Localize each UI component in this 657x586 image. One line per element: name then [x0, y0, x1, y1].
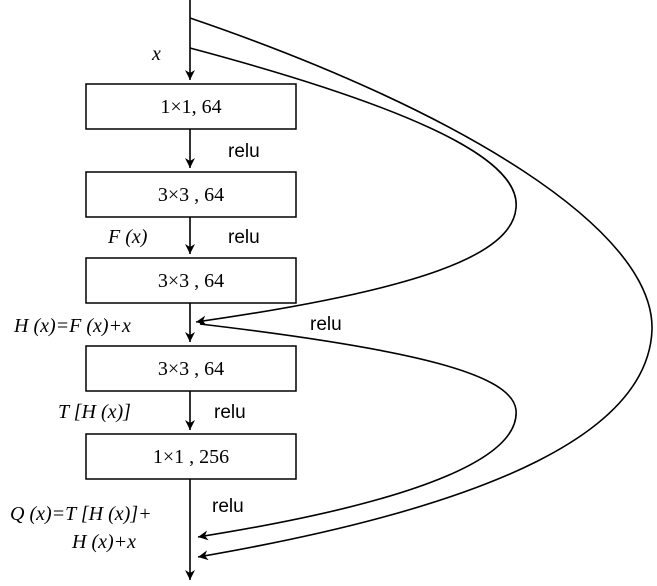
block-2	[85, 171, 297, 218]
block-5-label: 1×1 , 256	[153, 446, 229, 468]
f-x-label: F (x)	[107, 226, 148, 248]
block-2-label: 3×3 , 64	[158, 184, 224, 206]
skip-connection-outer	[189, 17, 653, 561]
block-1	[85, 83, 297, 130]
input-label: x	[151, 43, 161, 65]
block-4-label: 3×3 , 64	[158, 358, 224, 380]
block-5	[85, 433, 297, 480]
skip-connection-inner	[189, 47, 517, 326]
block-3-label: 3×3 , 64	[158, 270, 224, 292]
relu-label-3: relu	[310, 314, 342, 335]
relu-label-5: relu	[212, 496, 244, 517]
q-x-label-line2: H (x)+x	[71, 531, 136, 553]
block-1-label: 1×1, 64	[160, 96, 221, 118]
q-x-label-line1: Q (x)=T [H (x)]+	[10, 503, 152, 525]
h-x-label: H (x)=F (x)+x	[13, 315, 131, 337]
t-hx-label: T [H (x)]	[58, 401, 131, 423]
block-4	[85, 345, 297, 392]
relu-label-4: relu	[214, 402, 246, 423]
relu-label-2: relu	[228, 227, 260, 248]
skip-connection-second	[197, 323, 517, 541]
relu-label-1: relu	[228, 141, 260, 162]
block-3	[85, 257, 297, 304]
